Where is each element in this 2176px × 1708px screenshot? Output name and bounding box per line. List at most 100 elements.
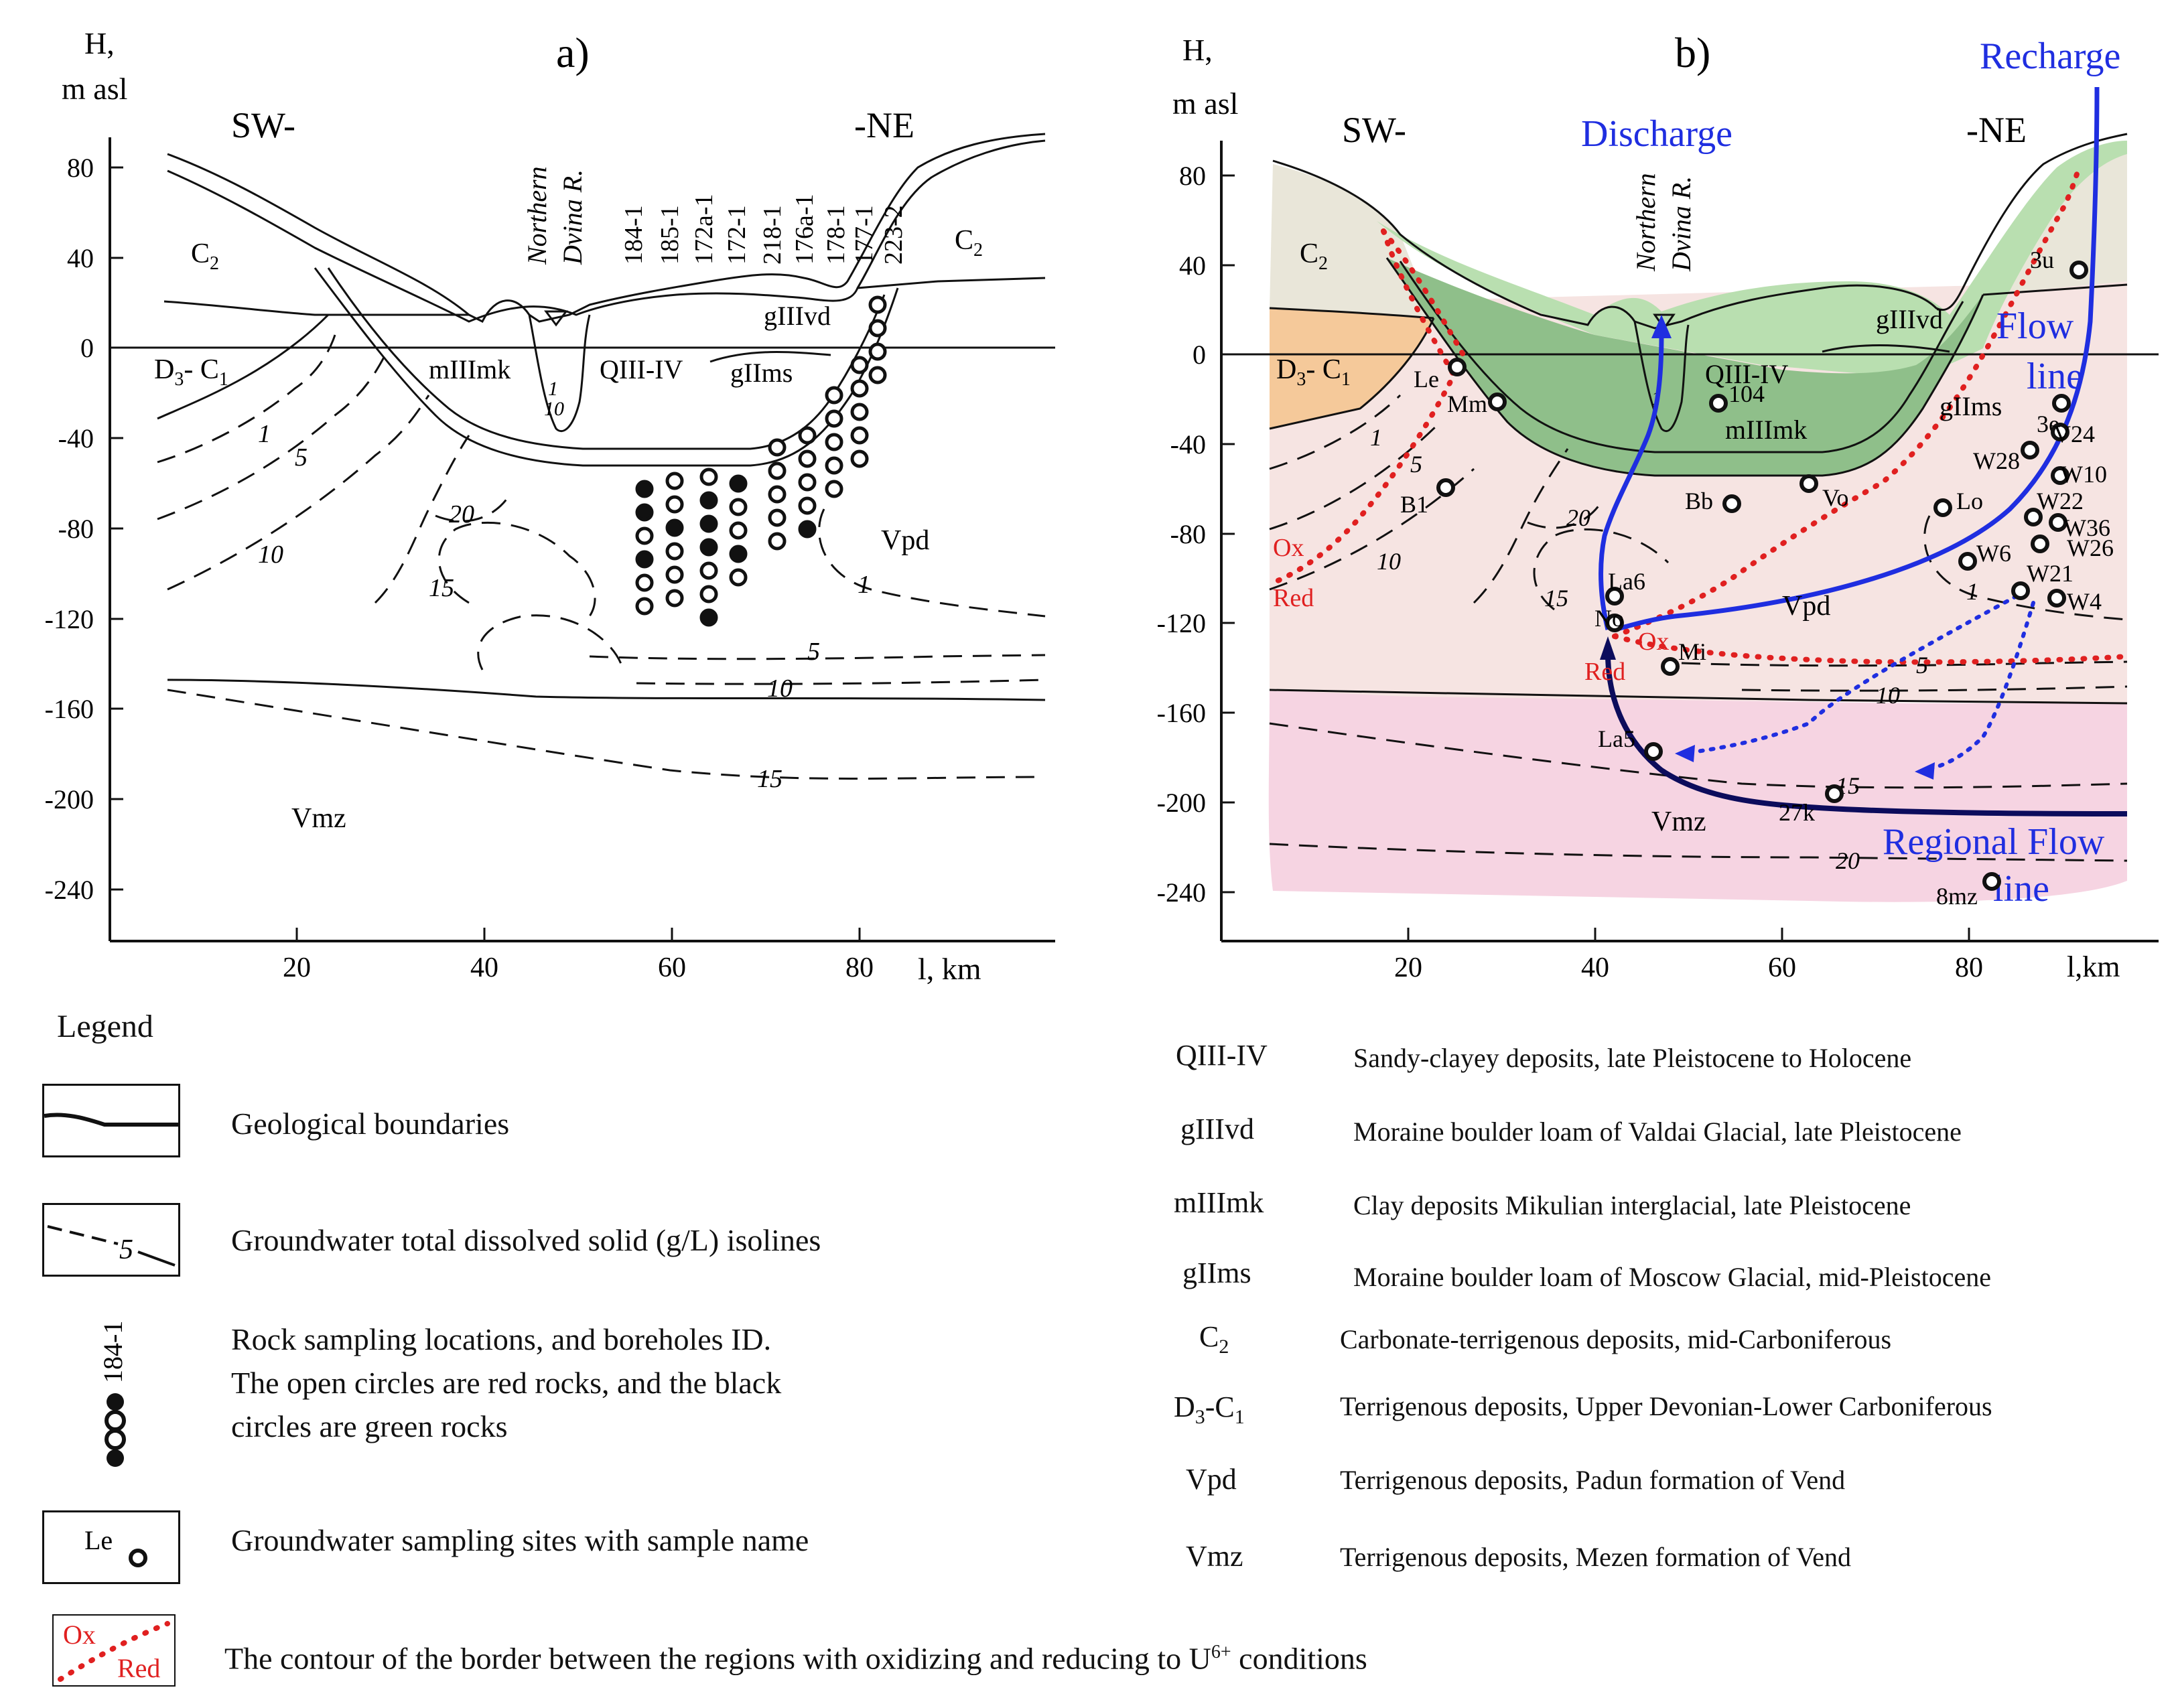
isoline-swatch-icon: 5 [47, 1225, 176, 1267]
groundwater-sample-label: 8mz [1936, 883, 1978, 910]
topography-line [167, 133, 1046, 324]
red-rock-sample [665, 472, 684, 490]
y-tick-label: -120 [1157, 608, 1206, 638]
red-rock-sample [868, 342, 887, 361]
groundwater-sample-site [2047, 589, 2066, 608]
svg-text:Dvina R.: Dvina R. [1666, 176, 1696, 272]
svg-text:Le: Le [84, 1525, 113, 1555]
svg-text:5: 5 [295, 443, 308, 472]
groundwater-sample-label: Vo [1822, 484, 1848, 511]
borehole-id: 218-1 [758, 205, 787, 265]
rock-sample-group [635, 295, 887, 627]
red-rock-sample [665, 565, 684, 584]
groundwater-sample-site [2052, 394, 2071, 413]
borehole-id: 176a-1 [791, 194, 819, 265]
borehole-id-labels: 184-1 185-1 172a-1 172-1 218-1 176a-1 17… [620, 194, 908, 265]
svg-text:10: 10 [1876, 682, 1900, 709]
panel-b-y-tick-labels: 80 40 0 -40 -80 -120 -160 -200 -240 [1157, 161, 1206, 908]
svg-text:10: 10 [544, 398, 564, 420]
y-tick-label: 80 [67, 153, 94, 183]
c2-base [163, 300, 469, 316]
panel-label: a) [556, 29, 590, 76]
unit-mIIImk: mIIImk [429, 354, 511, 384]
y-tick-label: -160 [1157, 698, 1206, 728]
red-rock-sample [729, 498, 748, 516]
gw-site-swatch-icon: Le [84, 1525, 147, 1567]
groundwater-sample-site [1605, 614, 1624, 632]
svg-text:Dvina R.: Dvina R. [557, 169, 588, 265]
red-rock-sample [825, 456, 843, 475]
green-rock-sample [635, 550, 654, 569]
ox-red-border [1270, 171, 2130, 665]
x-tick-label: 20 [1394, 952, 1422, 983]
groundwater-sample-site [1448, 358, 1467, 376]
red-rock-sample [635, 573, 654, 592]
vmz-fill [1268, 690, 2127, 902]
panel-a-isoline-labels: 1 5 10 20 15 1 5 10 15 1 10 [258, 378, 870, 793]
red-rock-sample [798, 449, 817, 468]
y-axis-title: m asl [1172, 86, 1238, 121]
legend-label-rock-2: The open circles are red rocks, and the … [231, 1366, 782, 1400]
y-axis-title: m asl [62, 72, 127, 106]
green-rock-sample [699, 538, 718, 557]
red-rock-sample [635, 597, 654, 616]
gIIms-boundary [709, 351, 831, 363]
groundwater-sample-site [2021, 441, 2039, 459]
legend-label-rock-1: Rock sampling locations, and boreholes I… [231, 1322, 772, 1356]
svg-text:15: 15 [429, 574, 454, 602]
x-tick-label: 60 [1768, 952, 1796, 983]
borehole-id: 172a-1 [690, 194, 718, 265]
groundwater-sample-label: No [1594, 605, 1624, 632]
gIIIvd-fill [1377, 141, 2127, 375]
dotted-arrow-head [1675, 745, 1695, 762]
groundwater-sample-label: W26 [2067, 535, 2114, 561]
svg-text:Red: Red [1273, 584, 1314, 612]
borehole-id: 172-1 [723, 205, 751, 265]
groundwater-sample-site [1605, 587, 1624, 606]
x-tick-label: 60 [658, 952, 686, 983]
groundwater-sample-label: 3u [2030, 246, 2054, 273]
svg-text:Northern: Northern [522, 166, 552, 265]
panel-label: b) [1675, 29, 1710, 76]
green-rock-sample [729, 474, 748, 493]
panel-a-isolines [157, 334, 1046, 780]
groundwater-sample-site [1644, 742, 1663, 761]
legend-swatch-isoline: 5 [42, 1203, 180, 1277]
y-tick-label: -120 [45, 604, 94, 634]
svg-text:D3- C1: D3- C1 [1276, 354, 1351, 390]
red-rock-sample [699, 585, 718, 603]
y-tick-label: -240 [45, 875, 94, 905]
unit-desc: Terrigenous deposits, Padun formation of… [1340, 1465, 1846, 1495]
groundwater-sample-label: Bb [1685, 488, 1713, 514]
groundwater-sample-label: Le [1414, 366, 1439, 393]
groundwater-sample-label: La5 [1598, 725, 1635, 752]
panel-b-x-ticks [1407, 928, 1970, 941]
borehole-id: 184-1 [620, 205, 648, 265]
y-tick-label: -40 [58, 423, 94, 453]
panel-b-cross-section: 80 40 0 -40 -80 -120 -160 -200 -240 20 4… [1157, 29, 2159, 983]
unit-c2: C2 [955, 225, 983, 261]
groundwater-sample-label: W4 [2067, 588, 2102, 615]
upper-surface [167, 139, 1046, 323]
unit-code: gIIIvd [1180, 1113, 1254, 1145]
groundwater-sample-site [2049, 513, 2067, 532]
groundwater-sample-label: Lo [1956, 488, 1983, 514]
recharge-label: Recharge [1980, 35, 2120, 77]
red-rock-sample [825, 480, 843, 498]
y-axis-title: H, [84, 26, 115, 60]
red-rock-sample [825, 409, 843, 428]
unit-d3c1: D3- C1 [154, 354, 228, 390]
svg-text:1: 1 [1966, 578, 1978, 605]
flow-line-label: line [2027, 356, 2083, 397]
groundwater-sample-site [1958, 552, 1977, 571]
panel-a-geological-boundaries [157, 133, 1046, 701]
groundwater-sample-site [2051, 423, 2069, 441]
red-rock-sample [729, 521, 748, 540]
unit-code: mIIImk [1174, 1186, 1264, 1219]
x-axis-unit: l,km [2067, 950, 2120, 983]
svg-text:20: 20 [449, 500, 474, 528]
red-rock-sample [825, 386, 843, 405]
red-rock-sample [768, 461, 787, 480]
groundwater-sample-label: V24 [2053, 421, 2095, 447]
green-rock-sample [665, 518, 684, 537]
